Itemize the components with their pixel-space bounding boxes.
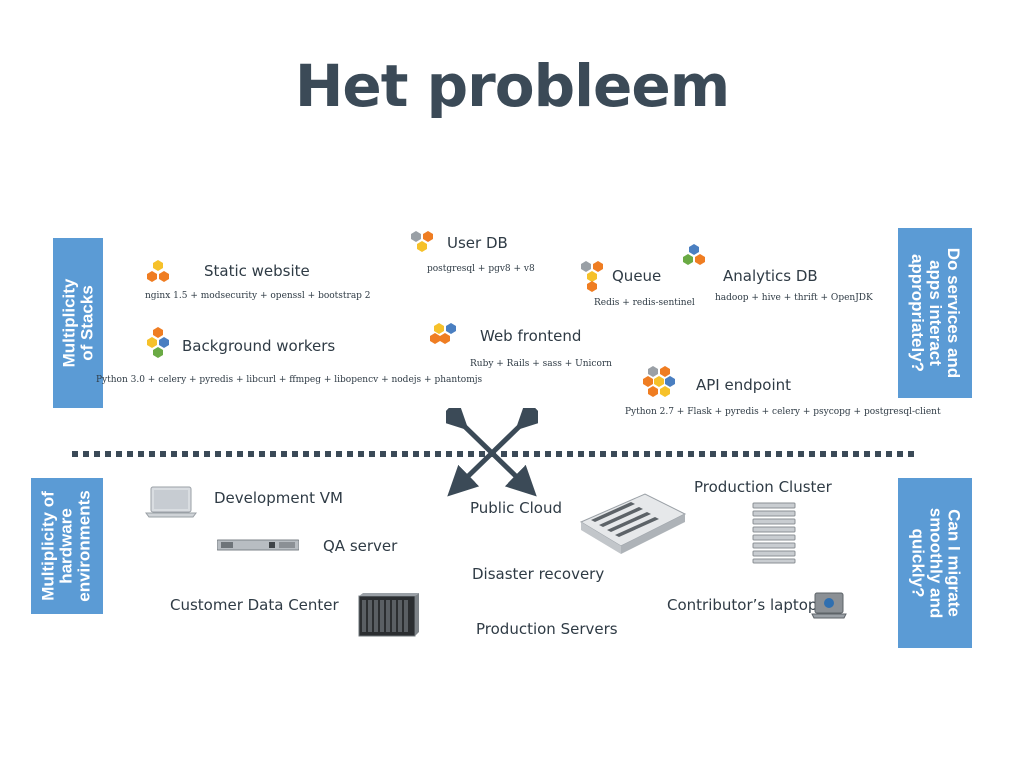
hardware-line-3: environments (75, 490, 95, 602)
disaster-recovery-label: Disaster recovery (472, 565, 605, 583)
migrate-smoothly-label: Can I migrate smoothly and quickly? (908, 507, 964, 619)
user-db-label: User DB (447, 234, 508, 252)
api-endpoint-hex-icon (643, 366, 675, 397)
interact-appropriately-label: Do services and apps interact appropriat… (908, 247, 963, 379)
blade-server-icon (358, 593, 419, 637)
rack-server-icon (217, 539, 299, 551)
analytics-db-hex-icon (683, 244, 705, 265)
hardware-line-2: hardware (57, 508, 77, 584)
api-endpoint-components: Python 2.7 + Flask + pyredis + celery + … (625, 407, 941, 417)
hardware-line-1: Multiplicity of (39, 491, 59, 601)
qa-server-label: QA server (323, 537, 398, 555)
customer-data-center-label: Customer Data Center (170, 596, 339, 614)
background-workers-hex-icon (147, 327, 169, 358)
dell-laptop-icon (811, 592, 847, 619)
production-servers-label: Production Servers (476, 620, 618, 638)
server-stack-icon (752, 502, 796, 564)
migrate-line-2: smoothly and (926, 507, 946, 619)
multiplicity-of-stacks-box: Multiplicity of Stacks (53, 238, 103, 408)
queue-hex-icon (581, 261, 603, 292)
api-endpoint-label: API endpoint (696, 376, 792, 394)
analytics-db-label: Analytics DB (723, 267, 818, 285)
multiplicity-of-hardware-box: Multiplicity of hardware environments (31, 478, 103, 614)
development-vm-label: Development VM (214, 489, 343, 507)
multiplicity-of-hardware-label: Multiplicity of hardware environments (39, 490, 95, 602)
interact-line-2: apps interact (926, 260, 945, 366)
background-workers-components: Python 3.0 + celery + pyredis + libcurl … (96, 375, 483, 385)
migrate-smoothly-box: Can I migrate smoothly and quickly? (898, 478, 972, 648)
interact-line-1: Do services and (944, 247, 963, 379)
datacenter-floor-icon (579, 493, 687, 554)
cross-arrows-icon (446, 408, 538, 497)
web-frontend-components: Ruby + Rails + sass + Unicorn (470, 359, 612, 369)
static-website-hex-icon (147, 260, 169, 282)
analytics-db-components: hadoop + hive + thrift + OpenJDK (715, 293, 873, 303)
background-workers-label: Background workers (182, 337, 336, 355)
queue-label: Queue (612, 267, 662, 285)
interact-line-3: appropriately? (908, 253, 927, 373)
migrate-line-3: quickly? (908, 528, 928, 598)
public-cloud-label: Public Cloud (470, 499, 563, 517)
user-db-hex-icon (411, 231, 433, 252)
production-cluster-label: Production Cluster (694, 478, 832, 496)
static-website-label: Static website (204, 262, 310, 280)
web-frontend-label: Web frontend (480, 327, 582, 345)
static-website-components: nginx 1.5 + modsecurity + openssl + boot… (145, 291, 371, 301)
slide-title: Het probleem (294, 52, 730, 120)
laptop-icon (145, 486, 197, 518)
queue-components: Redis + redis-sentinel (594, 298, 695, 308)
multiplicity-of-stacks-label: Multiplicity of Stacks (59, 278, 96, 368)
contributors-laptop-label: Contributor’s laptop (667, 596, 818, 614)
user-db-components: postgresql + pgv8 + v8 (427, 264, 535, 274)
interact-appropriately-box: Do services and apps interact appropriat… (898, 228, 972, 398)
web-frontend-hex-icon (430, 323, 456, 344)
migrate-line-1: Can I migrate (944, 509, 964, 617)
stacks-text: Multiplicity of Stacks (59, 278, 96, 368)
